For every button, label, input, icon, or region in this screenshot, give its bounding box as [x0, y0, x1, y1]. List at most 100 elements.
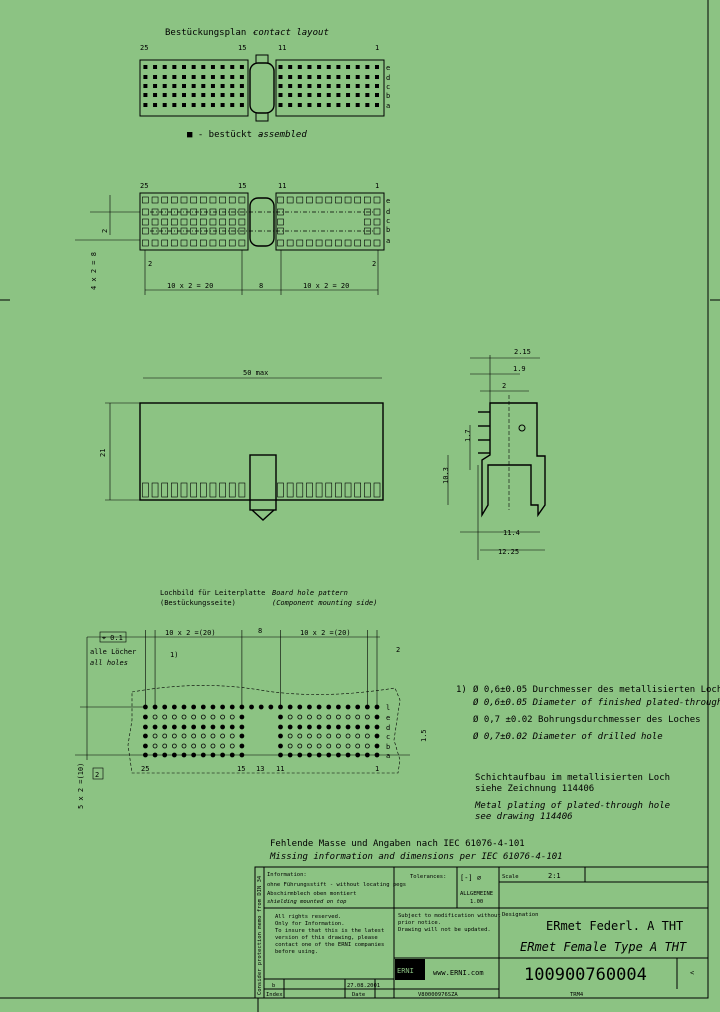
contact-dot	[297, 75, 302, 79]
pcb-hole	[229, 743, 235, 749]
pcb-hole	[142, 743, 148, 749]
pcb-hole	[210, 724, 216, 730]
contact-dot	[239, 103, 244, 107]
contact-dot	[239, 65, 244, 69]
contact-dot	[162, 84, 167, 88]
contact-slot	[200, 482, 207, 498]
pcb-hole	[278, 704, 283, 710]
pcb-hole	[335, 724, 341, 730]
pattern-title-de-2: (Bestückungsseite)	[160, 599, 236, 607]
legend-de: ■ - bestückt -	[187, 130, 263, 140]
pcb-hole	[181, 733, 187, 739]
row-label: a	[386, 752, 390, 760]
contact-dot	[153, 103, 158, 107]
pcb-hole	[220, 704, 226, 710]
contact-slot	[306, 482, 313, 498]
pcb-hole	[335, 714, 341, 720]
contact-dot	[191, 65, 196, 69]
contact-dot	[326, 84, 331, 88]
col-label: 15	[238, 44, 246, 52]
contact-cell	[364, 218, 371, 226]
contact-cell	[200, 218, 207, 226]
contact-cell	[238, 239, 246, 247]
contact-dot	[297, 93, 302, 97]
index-label: Index	[266, 992, 283, 998]
contact-cell	[228, 208, 236, 216]
contact-slot	[325, 482, 333, 498]
contact-dot	[239, 75, 244, 79]
contact-dot	[336, 84, 341, 88]
contact-cell	[286, 239, 294, 247]
contact-cell	[219, 239, 226, 247]
pcb-hole	[297, 743, 303, 749]
general-tolerance: ALLGEMEINE	[460, 891, 493, 897]
plating-en-2: see drawing 114406	[475, 812, 573, 822]
row-label: d	[386, 724, 390, 732]
subject-line: Subject to modification without	[398, 913, 501, 919]
contact-dot	[346, 65, 351, 69]
contact-dot	[288, 93, 293, 97]
pcb-hole	[287, 733, 293, 739]
contact-dot	[346, 75, 351, 79]
row-label: e	[386, 714, 390, 722]
contact-dot	[172, 65, 177, 69]
col-label: 25	[140, 182, 148, 190]
pcb-hole	[181, 704, 187, 710]
missing-info-de: Fehlende Masse und Angaben nach IEC 6107…	[270, 839, 525, 849]
contact-dot	[201, 103, 206, 107]
date-label: Date	[352, 992, 365, 998]
contact-cell	[180, 218, 188, 226]
contact-dot	[230, 75, 235, 79]
pcb-hole	[316, 743, 322, 749]
col-label: 15	[238, 182, 246, 190]
pcb-hole	[355, 724, 361, 730]
all-holes-en: all holes	[90, 659, 128, 667]
row-label: l	[386, 704, 390, 712]
contact-dot	[210, 75, 215, 79]
contact-cell	[200, 208, 207, 216]
contact-dot	[143, 103, 148, 107]
contact-dot	[336, 65, 341, 69]
contact-dot	[153, 65, 158, 69]
contact-dot	[239, 84, 244, 88]
pcb-hole	[326, 704, 332, 710]
contact-dot	[182, 103, 186, 107]
contact-slot	[142, 482, 149, 498]
row-label: b	[386, 92, 390, 100]
contact-cell	[228, 227, 236, 235]
dim-value: 2.15	[514, 348, 531, 356]
note-line: Ø 0,6±0.05 Diameter of finished plated-t…	[473, 697, 720, 708]
pcb-hole	[287, 704, 293, 710]
contact-cell	[373, 208, 381, 216]
contact-dot	[172, 103, 177, 107]
contact-cell	[190, 208, 197, 216]
pcb-hole	[364, 704, 370, 710]
contact-slot	[219, 482, 226, 498]
subject-line: Drawing will not be updated.	[398, 927, 491, 933]
contact-dot	[201, 75, 206, 79]
pcb-hole	[355, 743, 361, 749]
contact-slot	[315, 482, 323, 498]
contact-cell	[190, 218, 197, 226]
dim-center: 8	[259, 282, 263, 290]
contact-cell	[161, 218, 168, 226]
designation-en: ERmet Female Type A THT	[520, 940, 687, 954]
contact-slot	[354, 482, 362, 498]
dim-width: 50 max	[243, 369, 268, 377]
pcb-hole	[171, 704, 177, 710]
pcb-hole	[326, 724, 332, 730]
pcb-hole	[374, 733, 380, 739]
erni-logo	[395, 959, 425, 980]
contact-dot	[278, 65, 283, 69]
contact-dot	[230, 103, 235, 107]
contact-slot	[364, 482, 371, 498]
contact-cell	[151, 239, 159, 247]
contact-slot	[209, 482, 217, 498]
contact-cell	[200, 227, 207, 235]
pcb-hole	[191, 733, 197, 739]
tolerances-label: Tolerances:	[410, 874, 446, 880]
note-line: Ø 0,7±0.02 Diameter of drilled hole	[473, 731, 663, 742]
pcb-hole	[345, 704, 351, 710]
pcb-hole	[239, 743, 245, 749]
